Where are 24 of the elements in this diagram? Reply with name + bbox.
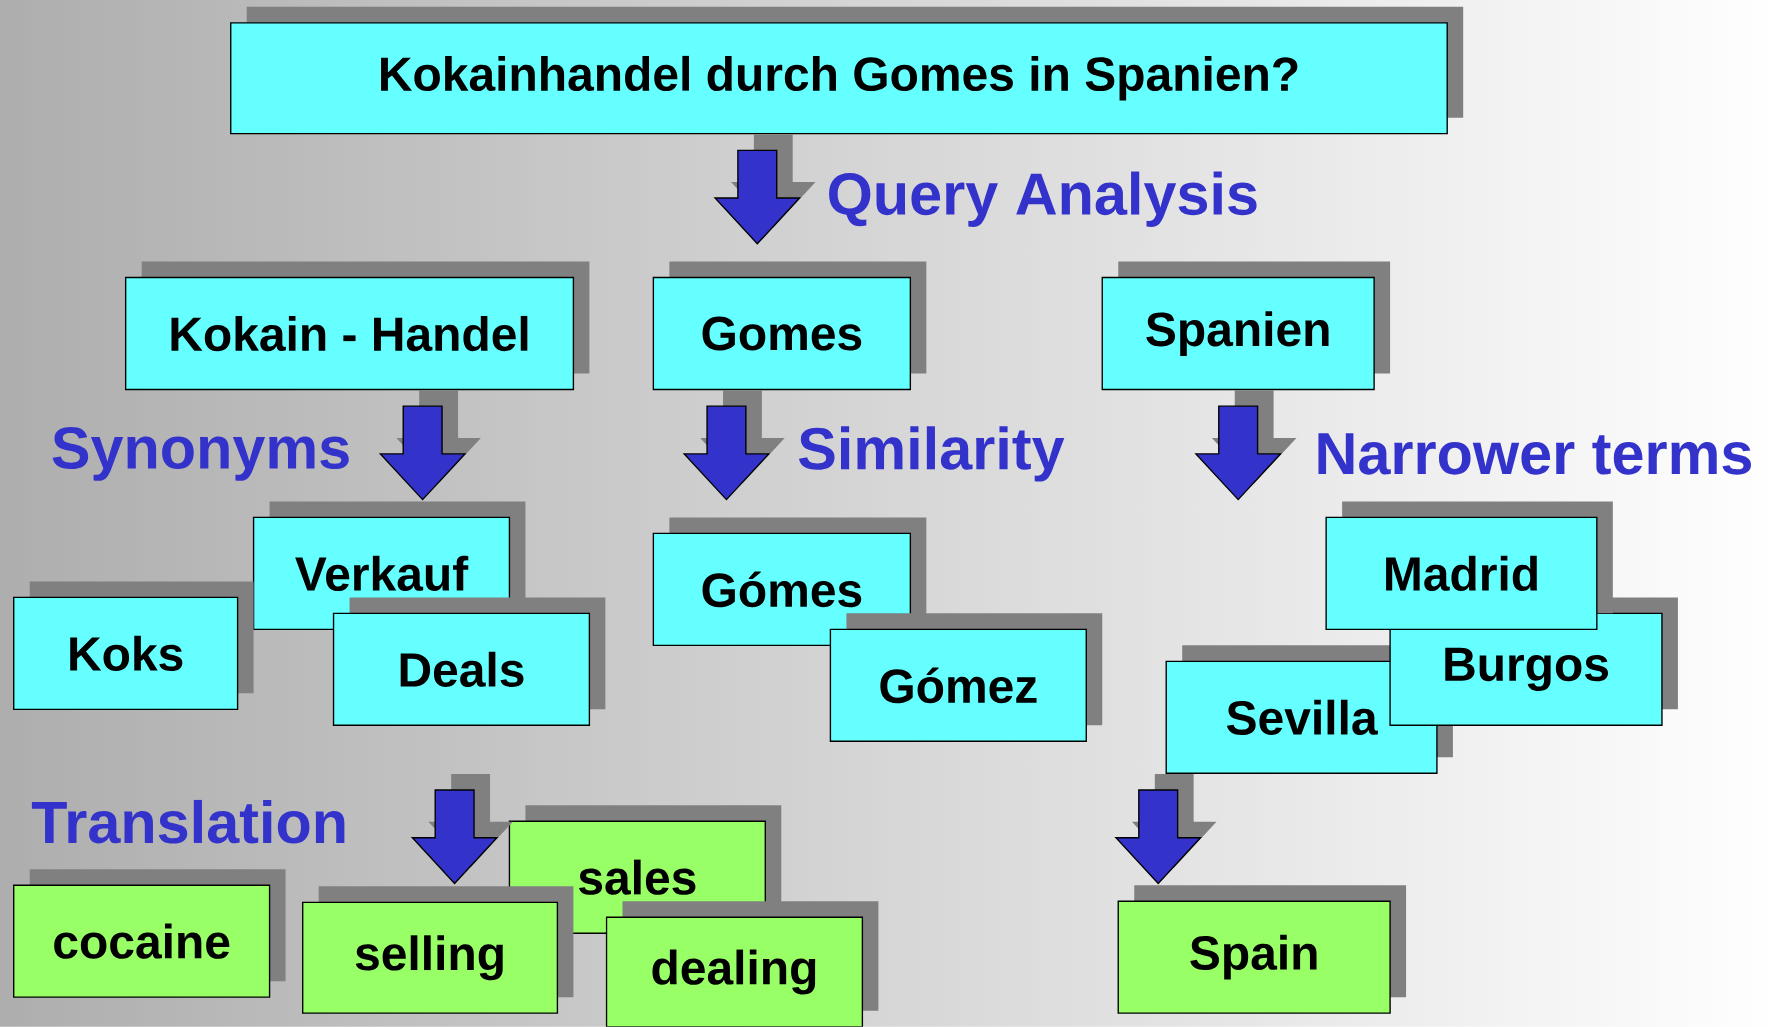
block-arrow <box>1114 774 1217 885</box>
term-box: cocaine <box>13 869 286 998</box>
edge-label: Query Analysis <box>829 171 1257 227</box>
question-box: Kokainhandel durch Gomes in Spanien? <box>230 6 1464 135</box>
term-box: Spanien <box>1101 261 1391 391</box>
term-box: Gómes <box>652 517 927 647</box>
term-box: Deals <box>332 597 606 727</box>
term-box: Gómez <box>829 613 1103 743</box>
block-arrow <box>410 774 513 885</box>
block-arrow <box>682 390 785 501</box>
block-arrow <box>378 390 481 501</box>
block-arrow <box>1194 390 1297 501</box>
term-box: Koks <box>13 581 254 711</box>
edge-label: Translation <box>31 800 345 844</box>
term-box: dealing <box>605 901 879 1027</box>
term-box: selling <box>302 886 574 1014</box>
term-box: Spain <box>1117 885 1407 1014</box>
edge-label: Similarity <box>798 426 1065 482</box>
edge-label: Narrower terms <box>1318 433 1751 475</box>
term-box: Gomes <box>652 261 927 391</box>
block-arrow <box>713 134 816 245</box>
term-box: Madrid <box>1325 501 1613 631</box>
edge-label: Synonyms <box>52 427 349 481</box>
term-box: Kokain - Handel <box>124 261 590 391</box>
